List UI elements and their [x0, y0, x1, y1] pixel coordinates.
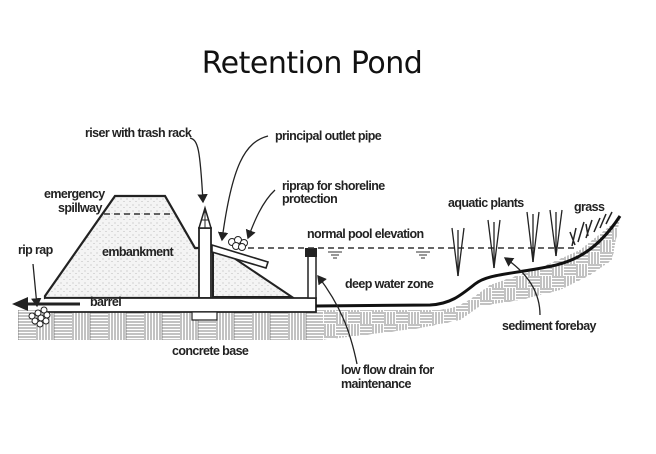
aquatic-plant — [526, 211, 540, 263]
label-principal-outlet: principal outlet pipe — [275, 129, 382, 143]
aquatic-plants — [451, 209, 563, 277]
label-sediment-forebay: sediment forebay — [502, 319, 597, 333]
label-low-flow-2: maintenance — [341, 377, 411, 391]
label-embankment: embankment — [102, 245, 175, 259]
sediment-leader — [503, 257, 541, 316]
label-rip-rap: rip rap — [18, 243, 54, 257]
label-deep-water: deep water zone — [345, 277, 434, 291]
label-concrete-base: concrete base — [172, 344, 249, 358]
label-riser: riser with trash rack — [85, 126, 192, 140]
principal-outlet-pipe — [211, 243, 270, 269]
label-riprap-shore-1: riprap for shoreline — [282, 179, 385, 193]
label-barrel: barrel — [90, 295, 121, 309]
outlet-leader — [217, 135, 269, 242]
label-low-flow-1: low flow drain for — [341, 363, 434, 377]
label-emergency-1: emergency — [44, 187, 105, 201]
low-flow-drain — [305, 248, 317, 299]
leader-lines — [31, 135, 541, 365]
grass — [569, 211, 613, 247]
riser-structure — [197, 205, 213, 299]
aquatic-plant — [487, 219, 501, 269]
aquatic-plant — [451, 227, 465, 277]
aquatic-plant — [549, 209, 563, 257]
riser-leader — [189, 137, 208, 204]
diagram-title: Retention Pond — [0, 46, 656, 81]
ground-soil — [18, 218, 620, 340]
riprap-stones — [228, 236, 248, 251]
label-normal-pool: normal pool elevation — [307, 227, 424, 241]
rip-rap-stones — [28, 306, 51, 328]
low-flow-leader — [317, 274, 358, 365]
label-aquatic-plants: aquatic plants — [448, 196, 524, 210]
label-grass: grass — [574, 200, 605, 214]
concrete-base-block — [191, 311, 218, 321]
water-level-symbol — [328, 251, 430, 259]
riprap-leader — [245, 189, 276, 240]
title-text: Retention Pond — [201, 46, 423, 81]
pond-bottom — [315, 215, 622, 308]
riprap-left-leader — [31, 263, 42, 308]
label-riprap-shore-2: protection — [282, 192, 337, 206]
label-emergency-2: spillway — [58, 201, 102, 215]
